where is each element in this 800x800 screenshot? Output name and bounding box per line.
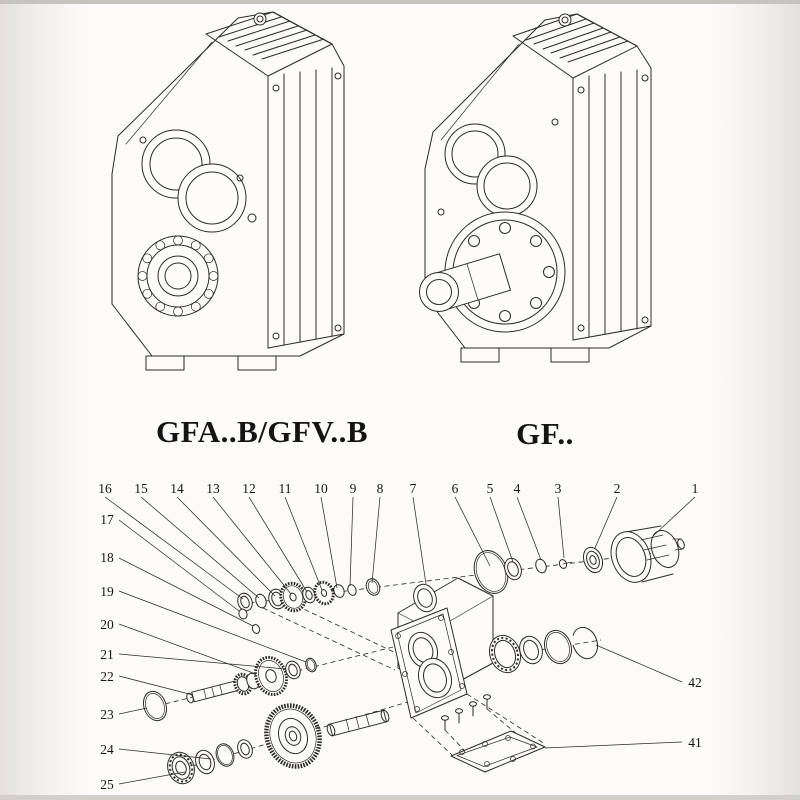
part-number: 1 xyxy=(692,481,699,496)
part-number: 42 xyxy=(688,675,702,690)
part-number: 9 xyxy=(350,481,357,496)
part-number: 3 xyxy=(555,481,562,496)
output-shaft-parts xyxy=(167,703,390,785)
part-number: 2 xyxy=(614,481,621,496)
part-number: 12 xyxy=(242,481,256,496)
part-number: 22 xyxy=(100,669,114,684)
photo-top-edge xyxy=(0,0,800,4)
part-number: 24 xyxy=(100,742,114,757)
part-number: 11 xyxy=(279,481,292,496)
part-number: 13 xyxy=(206,481,220,496)
gf-input-bores xyxy=(437,118,559,217)
part-number: 7 xyxy=(410,481,417,496)
part-number: 23 xyxy=(100,707,114,722)
intermediate-shaft-parts xyxy=(142,655,317,722)
gf-side-ribs xyxy=(577,69,649,338)
part-number: 8 xyxy=(377,481,384,496)
part-number: 16 xyxy=(98,481,112,496)
input-shaft-subassembly xyxy=(237,578,381,634)
cover-bolts-and-gasket xyxy=(441,694,546,773)
part-number: 14 xyxy=(170,481,184,496)
gfab-eyebolt xyxy=(253,12,267,26)
output-side-seals xyxy=(488,626,599,674)
photo-bottom-edge xyxy=(0,795,800,800)
gf-feet xyxy=(460,347,590,363)
gf-eyebolt xyxy=(558,13,572,27)
gf-roof-ribs xyxy=(525,18,629,63)
page-left-margin-shadow xyxy=(0,0,88,800)
gfab-side-ribs xyxy=(272,67,342,346)
gfab-roof-ribs xyxy=(218,16,325,60)
part-number: 15 xyxy=(134,481,148,496)
gfab-output-bearing xyxy=(137,235,219,317)
part-number: 25 xyxy=(100,777,114,792)
part-number: 20 xyxy=(100,617,114,632)
part-number: 18 xyxy=(100,550,114,565)
part-number: 19 xyxy=(100,584,114,599)
part-numbers: 16 15 14 13 12 11 10 9 8 7 6 5 4 3 2 1 1… xyxy=(98,481,702,792)
part-number: 5 xyxy=(487,481,494,496)
gear-housing xyxy=(390,577,494,719)
gearbox-drawing-gfab xyxy=(111,11,345,371)
gearbox-drawing-gf xyxy=(419,13,652,363)
part-number: 41 xyxy=(688,735,702,750)
model-label-gf: GF.. xyxy=(516,416,574,451)
part-number: 4 xyxy=(514,481,521,496)
exploded-parts-diagram: 16 15 14 13 12 11 10 9 8 7 6 5 4 3 2 1 1… xyxy=(98,481,702,792)
input-side-seals-and-adapter xyxy=(473,546,604,594)
gfab-feet xyxy=(145,355,277,371)
leader-lines xyxy=(104,496,696,785)
part-number: 10 xyxy=(314,481,328,496)
page-right-margin-shadow xyxy=(712,0,800,800)
gf-output-shaft xyxy=(419,253,511,312)
model-label-gfab: GFA..B/GFV..B xyxy=(155,414,369,449)
motor-adapter xyxy=(610,525,685,583)
gfab-input-bores xyxy=(139,129,257,233)
part-number: 21 xyxy=(100,647,114,662)
part-number: 6 xyxy=(452,481,459,496)
part-number: 17 xyxy=(100,512,114,527)
